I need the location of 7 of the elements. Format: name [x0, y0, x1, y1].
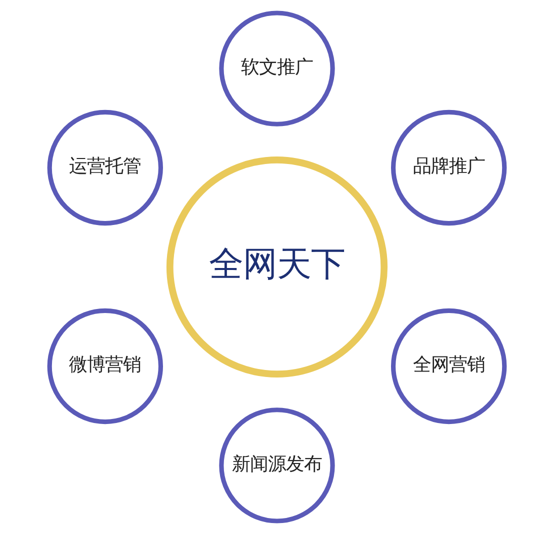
- node-circle: 新闻源发布: [219, 408, 335, 524]
- node-circle: 微博营销: [47, 308, 163, 424]
- node-circle: 软文推广: [219, 10, 335, 126]
- node-circle: 品牌推广: [391, 110, 507, 226]
- node-circle: 运营托管: [47, 110, 163, 226]
- node-circle: 全网营销: [391, 308, 507, 424]
- node-circle: 全网天下: [166, 156, 388, 378]
